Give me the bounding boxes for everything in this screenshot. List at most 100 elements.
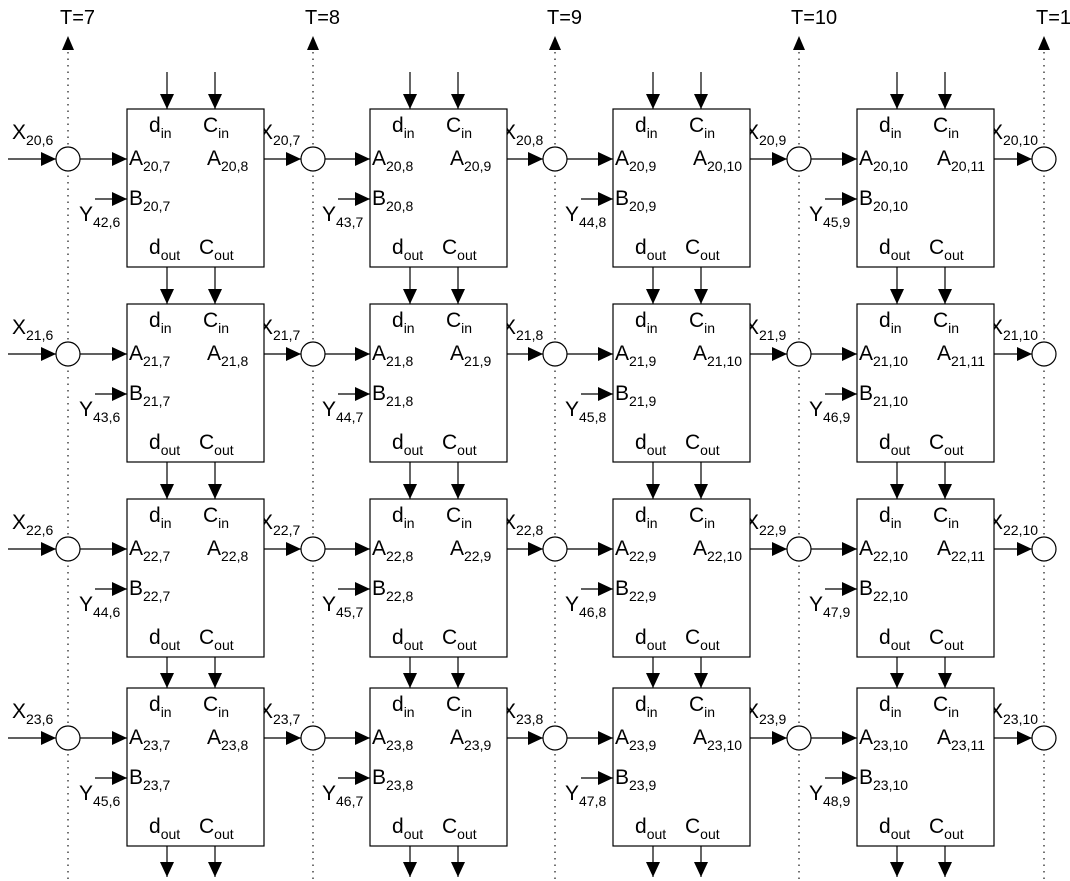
d-out-label-subscript: out xyxy=(891,826,911,842)
a-in-label-subscript: 21,7 xyxy=(143,353,170,369)
y-label: Y44,8 xyxy=(565,203,606,230)
c-out-label: Cout xyxy=(685,431,720,458)
d-out-label-letter: d xyxy=(635,236,647,259)
x-label: X22,9 xyxy=(745,511,786,538)
y-label-letter: Y xyxy=(79,203,93,226)
d-in-label-letter: d xyxy=(635,693,647,716)
c-out-label-subscript: out xyxy=(944,442,964,458)
a-in-label: A22,10 xyxy=(859,537,908,564)
c-in-label-letter: C xyxy=(203,693,218,716)
x-label-subscript: 20,10 xyxy=(1003,132,1038,148)
b-label-letter: B xyxy=(372,187,386,210)
d-out-label-letter: d xyxy=(635,626,647,649)
x-label: X21,9 xyxy=(745,316,786,343)
a-out-label: A22,9 xyxy=(450,537,491,564)
d-in-label-subscript: in xyxy=(647,125,658,141)
d-out-label: dout xyxy=(635,236,666,263)
a-out-label-letter: A xyxy=(450,537,464,560)
x-label: X22,8 xyxy=(502,511,543,538)
d-out-label-letter: d xyxy=(879,431,891,454)
a-in-label: A22,9 xyxy=(615,537,656,564)
c-arrow-icon xyxy=(938,289,952,304)
d-in-label-subscript: in xyxy=(647,515,658,531)
b-arrow-icon xyxy=(112,582,127,596)
b-label-subscript: 21,8 xyxy=(386,393,413,409)
a-out-label: A22,8 xyxy=(207,537,248,564)
a-in-label-subscript: 20,8 xyxy=(386,158,413,174)
a-out-label: A20,11 xyxy=(937,147,985,174)
d-in-label-letter: d xyxy=(879,504,891,527)
c-in-label-subscript: in xyxy=(704,704,715,720)
c-in-label: Cin xyxy=(203,504,229,531)
d-out-label-subscript: out xyxy=(404,247,424,263)
y-label-subscript: 45,6 xyxy=(93,793,120,809)
x-arrow-icon xyxy=(1017,542,1032,556)
d-out-label-subscript: out xyxy=(647,247,667,263)
a-out-label: A21,10 xyxy=(693,342,742,369)
processing-cell xyxy=(369,108,508,268)
c-in-label: Cin xyxy=(203,114,229,141)
c-out-label-subscript: out xyxy=(214,442,234,458)
c-out-label: Cout xyxy=(442,626,477,653)
a-out-label-letter: A xyxy=(693,342,707,365)
b-label: B23,9 xyxy=(615,766,656,793)
c-in-label-letter: C xyxy=(446,693,461,716)
d-in-label: din xyxy=(149,309,172,336)
x-arrow-icon xyxy=(286,542,301,556)
x-label: X20,8 xyxy=(502,121,543,148)
d-out-label: dout xyxy=(149,431,180,458)
d-out-label-subscript: out xyxy=(647,826,667,842)
processing-cell xyxy=(856,498,995,658)
a-out-label: A20,8 xyxy=(207,147,248,174)
b-label-subscript: 23,9 xyxy=(629,777,656,793)
x-arrow-icon xyxy=(286,152,301,166)
c-arrow-icon xyxy=(694,862,708,877)
d-in-label-letter: d xyxy=(879,114,891,137)
time-arrow-icon xyxy=(793,36,805,50)
c-out-label-subscript: out xyxy=(700,247,720,263)
c-in-label: Cin xyxy=(446,114,472,141)
d-in-label-subscript: in xyxy=(161,515,172,531)
c-in-label-subscript: in xyxy=(948,704,959,720)
b-label: B22,10 xyxy=(859,577,908,604)
processing-cell xyxy=(126,687,265,847)
d-arrow-icon xyxy=(160,289,174,304)
y-label: Y47,8 xyxy=(565,782,606,809)
y-label-subscript: 45,9 xyxy=(823,214,850,230)
c-out-label: Cout xyxy=(929,815,964,842)
c-out-label: Cout xyxy=(442,236,477,263)
c-arrow-icon xyxy=(208,484,222,499)
a-in-label-letter: A xyxy=(372,147,386,170)
d-out-label: dout xyxy=(635,815,666,842)
a-in-label-subscript: 20,10 xyxy=(873,158,908,174)
b-label-letter: B xyxy=(859,577,873,600)
a-out-label-subscript: 23,8 xyxy=(221,737,248,753)
y-label-letter: Y xyxy=(809,398,823,421)
x-label-subscript: 21,7 xyxy=(273,327,300,343)
processing-cell xyxy=(126,303,265,463)
c-in-label-subscript: in xyxy=(218,515,229,531)
b-label: B20,8 xyxy=(372,187,413,214)
a-in-label-letter: A xyxy=(129,342,143,365)
b-label-letter: B xyxy=(615,382,629,405)
y-label-subscript: 46,7 xyxy=(336,793,363,809)
c-arrow-icon xyxy=(938,673,952,688)
c-in-label-subscript: in xyxy=(704,515,715,531)
c-in-label-letter: C xyxy=(203,504,218,527)
x-label: X22,7 xyxy=(259,511,300,538)
b-label: B23,8 xyxy=(372,766,413,793)
d-arrow-icon xyxy=(160,94,174,109)
x-arrow-icon xyxy=(1017,347,1032,361)
c-out-label-subscript: out xyxy=(944,826,964,842)
y-label-subscript: 43,7 xyxy=(336,214,363,230)
c-out-label: Cout xyxy=(685,815,720,842)
x-label-subscript: 22,7 xyxy=(273,522,300,538)
a-in-label: A23,9 xyxy=(615,726,656,753)
processing-cell xyxy=(612,303,751,463)
y-label-letter: Y xyxy=(79,398,93,421)
a-in-label-subscript: 23,8 xyxy=(386,737,413,753)
x-arrow-icon xyxy=(1017,731,1032,745)
a-in-label: A21,9 xyxy=(615,342,656,369)
d-out-label-subscript: out xyxy=(161,637,181,653)
d-in-label: din xyxy=(879,309,902,336)
